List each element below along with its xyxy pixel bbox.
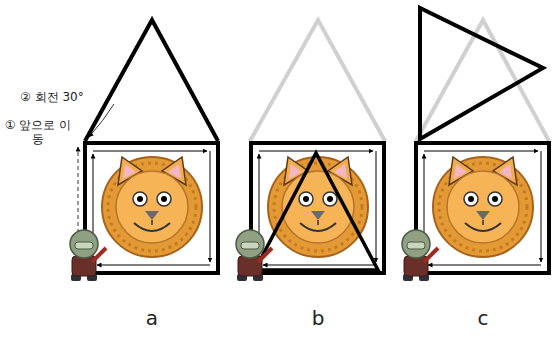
rotate-step: ② 회전 30° xyxy=(20,90,120,104)
forward-step: ① 앞으로 이동 xyxy=(2,118,74,147)
panel-letter: a xyxy=(146,306,158,330)
panel-c xyxy=(402,8,549,281)
panel-a xyxy=(70,20,218,281)
panel-letter: b xyxy=(312,306,325,330)
panel-b xyxy=(236,20,385,281)
panel-letter: c xyxy=(478,306,489,330)
